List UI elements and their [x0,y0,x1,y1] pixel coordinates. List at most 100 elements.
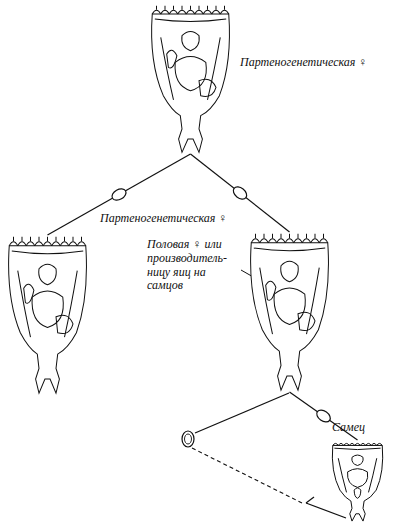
rotifer-part [344,443,350,445]
rotifer-part [208,37,221,100]
rotifer-part [251,239,260,243]
rotifer-part [354,488,361,498]
rotifer-part [64,237,65,241]
rotifer-part [333,443,339,445]
rotifer-part [182,6,183,10]
rotifer-drawing [330,440,385,522]
rotifer-part [165,6,166,10]
rotifer-part [30,237,31,241]
rotifer-part [260,268,273,335]
figure-label: Партеногенетическая ♀ [100,212,250,226]
rotifer-part [152,10,161,14]
rotifer-part [24,284,34,303]
egg [110,186,128,202]
rotifer-part [298,312,315,330]
rotifer-part [56,315,73,333]
figure-label: Партеногенетическая ♀ [240,56,390,70]
rotifer-part [39,264,56,284]
rotifer-figure: Самец [330,440,385,522]
branch-line [195,393,289,433]
rotifer-part [155,19,226,22]
rotifer-part [319,239,328,243]
dashed-line [192,448,302,503]
rotifer-part [294,239,303,243]
rotifer-part [190,6,191,10]
rotifer-part [264,234,265,238]
rotifer-part [266,281,276,300]
rotifer-part [338,458,346,492]
rotifer-part [39,237,40,241]
rotifer-part [369,458,377,492]
rotifer-part [22,237,23,241]
rotifer-part [289,234,290,238]
rotifer-drawing [5,235,90,395]
rotifer-part [207,6,208,10]
rotifer-part [251,243,329,391]
rotifer-part [77,242,86,246]
rotifer-part [169,10,178,14]
rotifer-part [272,234,273,238]
rotifer-part [212,10,221,14]
rotifer-part [306,234,307,238]
rotifer-part [60,242,69,246]
rotifer-part [274,288,305,324]
rotifer-part [26,242,35,246]
rotifer-part [255,234,256,238]
rotifer-part [56,237,57,241]
rotifer-part [311,239,320,243]
fertilized-egg [182,431,194,447]
rotifer-part [69,242,78,246]
rotifer-part [12,251,83,254]
rotifer-part [268,239,277,243]
rotifer-part [35,242,44,246]
rotifer-part [32,291,63,327]
figure-label: Половая ♀ или производитель- ницу яиц на… [147,238,239,293]
fertilization-line [306,497,314,503]
rotifer-part [298,234,299,238]
rotifer-part [224,6,225,10]
rotifer-drawing [148,4,233,154]
rotifer-part [167,50,177,68]
rotifer-part [195,10,204,14]
rotifer-figure: Партеногенетическая ♀ [148,4,233,154]
rotifer-part [332,445,382,521]
rotifer-part [302,239,311,243]
rotifer-part [377,443,383,445]
rotifer-part [220,10,229,14]
figure-label: Самец [332,421,392,435]
rotifer-part [182,32,199,51]
rotifer-part [47,237,48,241]
rotifer-part [152,14,230,152]
rotifer-part [173,6,174,10]
rotifer-part [281,234,282,238]
rotifer-part [216,6,217,10]
rotifer-part [315,234,316,238]
rotifer-part [260,239,269,243]
rotifer-drawing [247,232,332,392]
rotifer-part [65,271,78,338]
rotifer-part [161,10,170,14]
rotifer-part [52,242,61,246]
rotifer-part [349,443,355,445]
egg [314,408,332,425]
rotifer-figure: Партеногенетическая ♀ [5,235,90,395]
rotifer-part [323,234,324,238]
rotifer-part [371,443,377,445]
rotifer-part [18,242,27,246]
rotifer-part [199,79,216,96]
rotifer-part [186,10,195,14]
egg [231,184,249,201]
rotifer-part [81,237,82,241]
rotifer-part [338,443,344,445]
rotifer-part [161,37,174,100]
rotifer-part [175,57,206,91]
rotifer-part [156,6,157,10]
rotifer-part [355,443,361,445]
rotifer-part [352,455,363,465]
rotifer-part [366,443,372,445]
rotifer-figure: Половая ♀ или производитель- ницу яиц на… [247,232,332,392]
rotifer-part [9,246,87,394]
rotifer-part [43,242,52,246]
rotifer-part [285,239,294,243]
